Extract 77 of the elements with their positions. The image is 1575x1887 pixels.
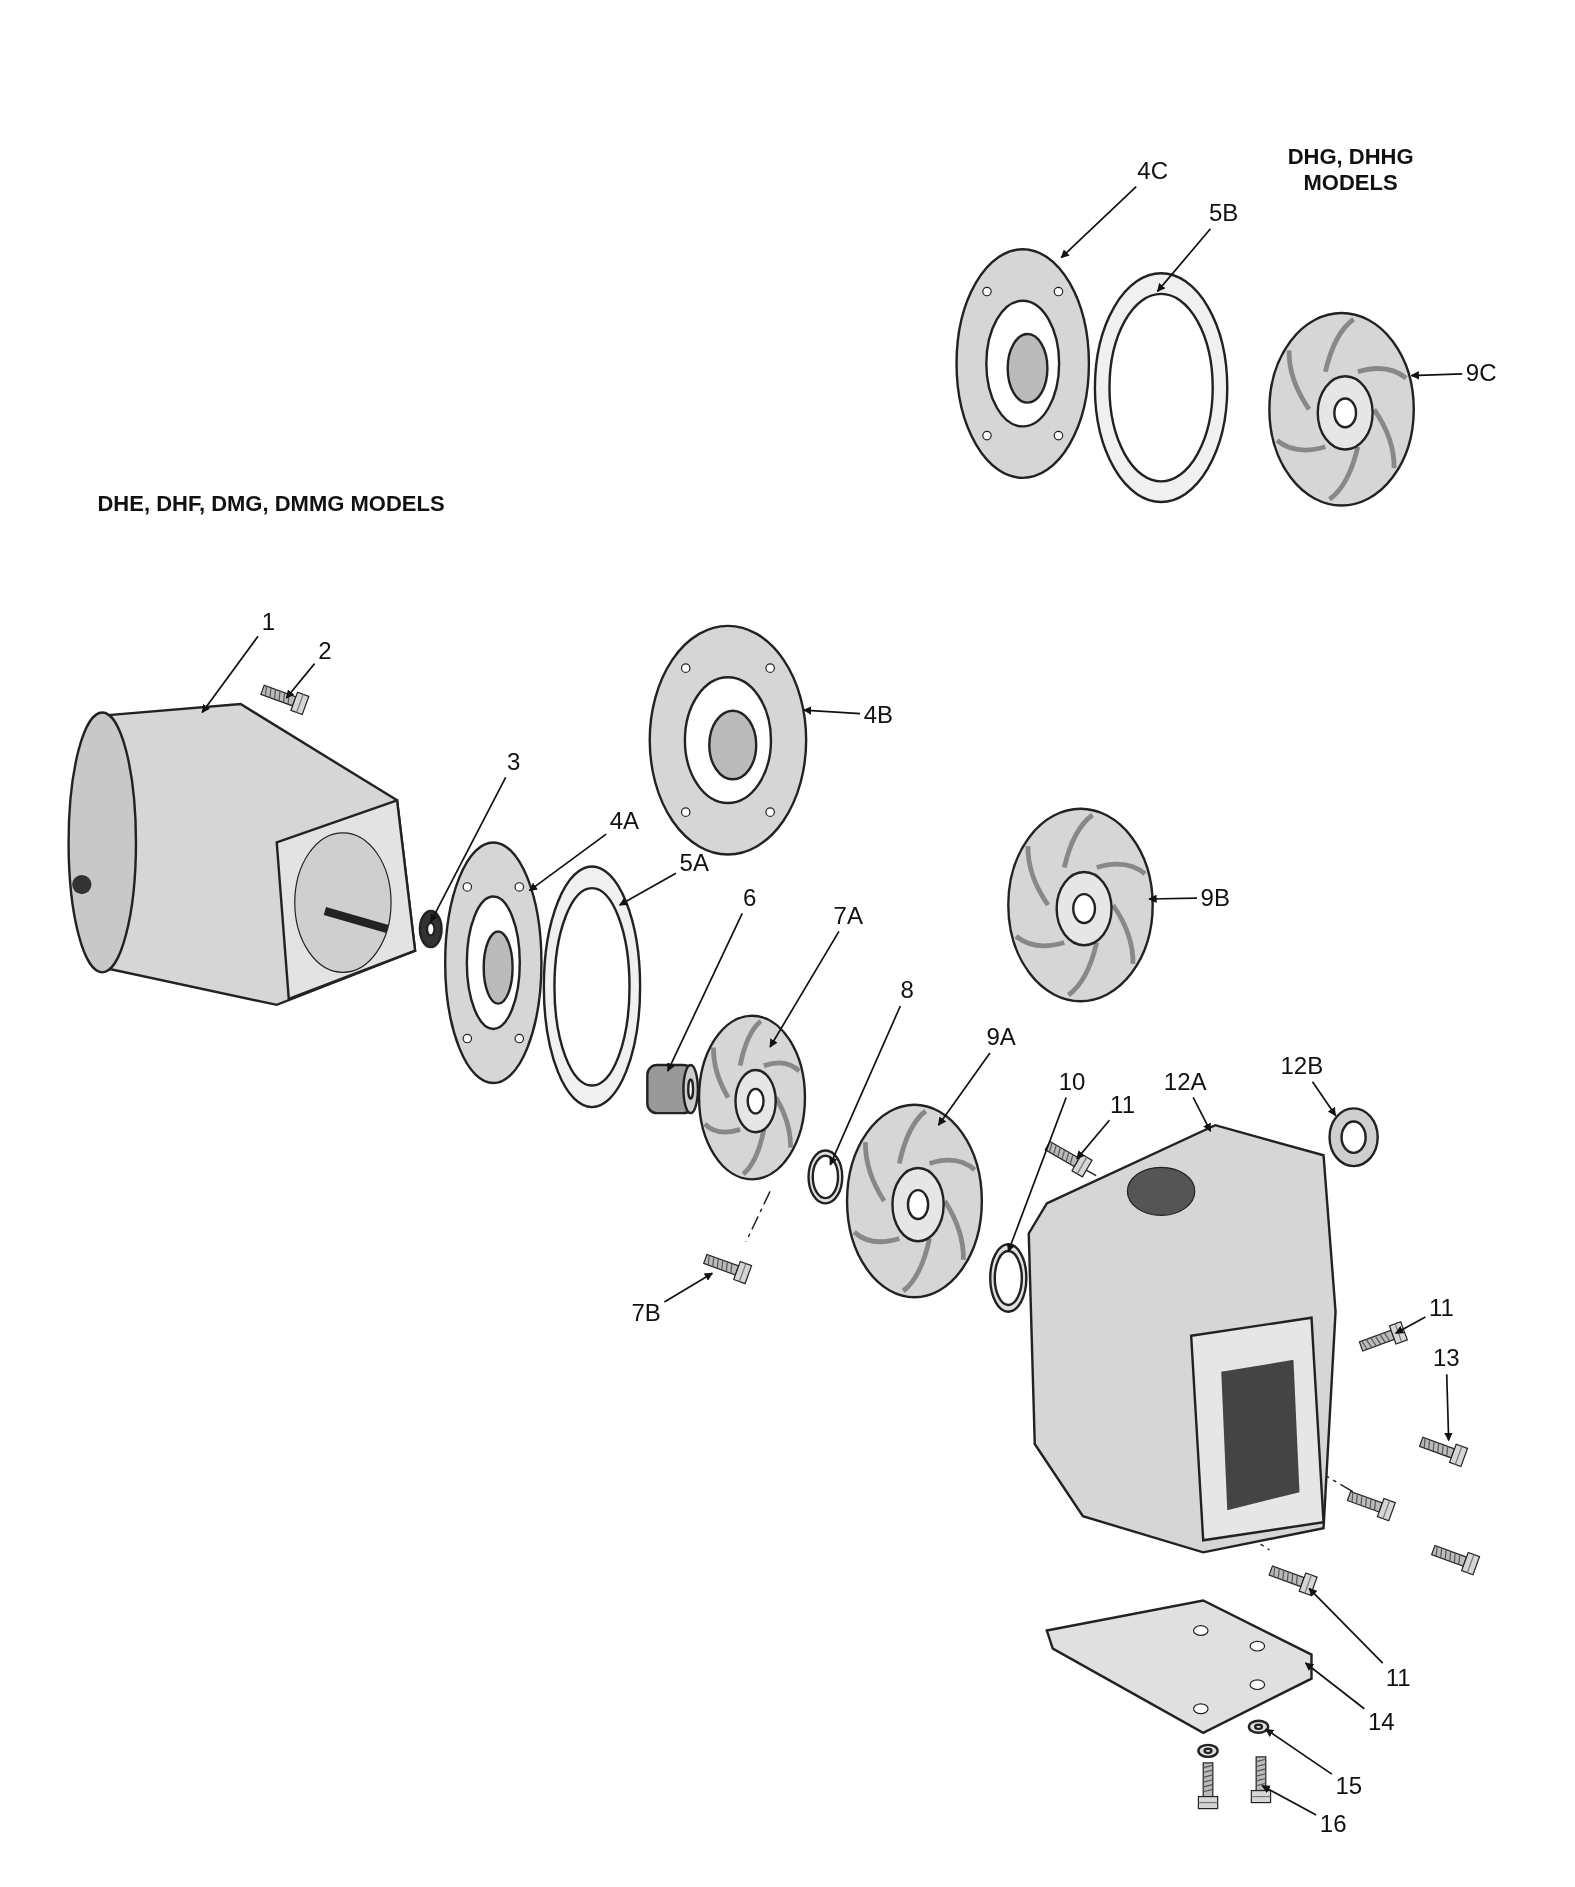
leader-line — [1311, 1081, 1337, 1117]
leader-line — [1060, 185, 1138, 259]
callout-number: 11 — [1110, 1092, 1136, 1117]
leader-line — [1410, 371, 1464, 380]
leader-line — [1192, 1096, 1212, 1133]
leader-line — [285, 662, 316, 699]
leader-line — [666, 912, 744, 1072]
leader-line — [663, 1272, 714, 1303]
impeller-drawing — [697, 1014, 807, 1181]
leader-line — [1076, 1119, 1111, 1160]
bolt-drawing — [1268, 1565, 1318, 1596]
impeller-drawing — [1268, 311, 1415, 507]
leader-line — [429, 776, 507, 923]
leader-line — [1261, 1784, 1317, 1816]
callout-number: 11 — [1385, 1666, 1411, 1691]
flange-drawing — [955, 248, 1091, 480]
callout-number: 9A — [986, 1025, 1016, 1050]
callout-number: 13 — [1432, 1346, 1460, 1371]
callout-number: 10 — [1058, 1069, 1086, 1094]
callout-number: 8 — [900, 978, 914, 1003]
callout-number: 1 — [261, 610, 275, 635]
callout-number: 14 — [1367, 1709, 1395, 1734]
leader-line — [201, 635, 259, 714]
pump-housing-drawing — [1027, 1123, 1337, 1554]
bolt-drawing — [1358, 1320, 1409, 1352]
base-plate-drawing — [1045, 1599, 1313, 1735]
callout-number: 12B — [1280, 1054, 1324, 1079]
leader-line — [1148, 894, 1198, 904]
callout-number: 16 — [1319, 1812, 1347, 1837]
leader-line — [769, 930, 840, 1048]
flange-drawing — [648, 624, 808, 856]
wear-ring-drawing — [989, 1243, 1028, 1313]
callout-number: 9B — [1200, 885, 1230, 910]
callout-number: 12A — [1163, 1069, 1207, 1094]
leader-line — [1156, 227, 1212, 293]
callout-number: 11 — [1429, 1295, 1454, 1320]
impeller-drawing — [845, 1103, 984, 1299]
callout-number: 7A — [833, 903, 863, 928]
seal-drawing — [646, 1063, 700, 1115]
leader-line — [1308, 1587, 1384, 1664]
leader-line — [528, 833, 607, 892]
washer-drawing — [1247, 1719, 1270, 1734]
leader-line — [937, 1052, 991, 1126]
leader-line — [1007, 1096, 1067, 1253]
callout-number: 7B — [631, 1300, 661, 1325]
plug-drawing — [1328, 1107, 1379, 1168]
bolt-drawing — [1250, 1756, 1272, 1804]
callout-number: 4C — [1137, 158, 1168, 183]
leader-line — [618, 872, 677, 906]
flange-drawing — [444, 841, 543, 1085]
callout-number: 4B — [863, 702, 893, 727]
callout-number: 3 — [507, 749, 521, 774]
callout-number: 5A — [679, 850, 709, 875]
callout-number: 4A — [609, 808, 640, 833]
model-heading: DHE, DHF, DMG, DMMG MODELS — [97, 490, 445, 517]
impeller-drawing — [1007, 807, 1154, 1003]
callout-number: 9C — [1465, 361, 1497, 385]
washer-drawing — [418, 909, 443, 949]
leader-line — [829, 1005, 902, 1166]
bolt-drawing — [1044, 1140, 1093, 1178]
leader-line — [1444, 1373, 1453, 1442]
leader-line — [1394, 1316, 1427, 1335]
motor-drawing — [67, 702, 417, 1007]
model-heading: DHG, DHHG MODELS — [1286, 144, 1415, 195]
leader-line — [1304, 1662, 1366, 1710]
gasket-drawing — [1093, 272, 1229, 504]
wear-ring-drawing — [807, 1149, 844, 1205]
leader-line — [1264, 1728, 1333, 1775]
callout-number: 5B — [1209, 200, 1239, 225]
leader-line — [802, 706, 861, 715]
callout-number: 2 — [318, 638, 332, 663]
bolt-drawing — [1418, 1436, 1469, 1468]
bolt-drawing — [702, 1253, 753, 1285]
gasket-drawing — [542, 865, 642, 1109]
callout-number: 15 — [1335, 1773, 1363, 1798]
bolt-drawing — [260, 684, 310, 716]
callout-number: 6 — [742, 885, 757, 910]
